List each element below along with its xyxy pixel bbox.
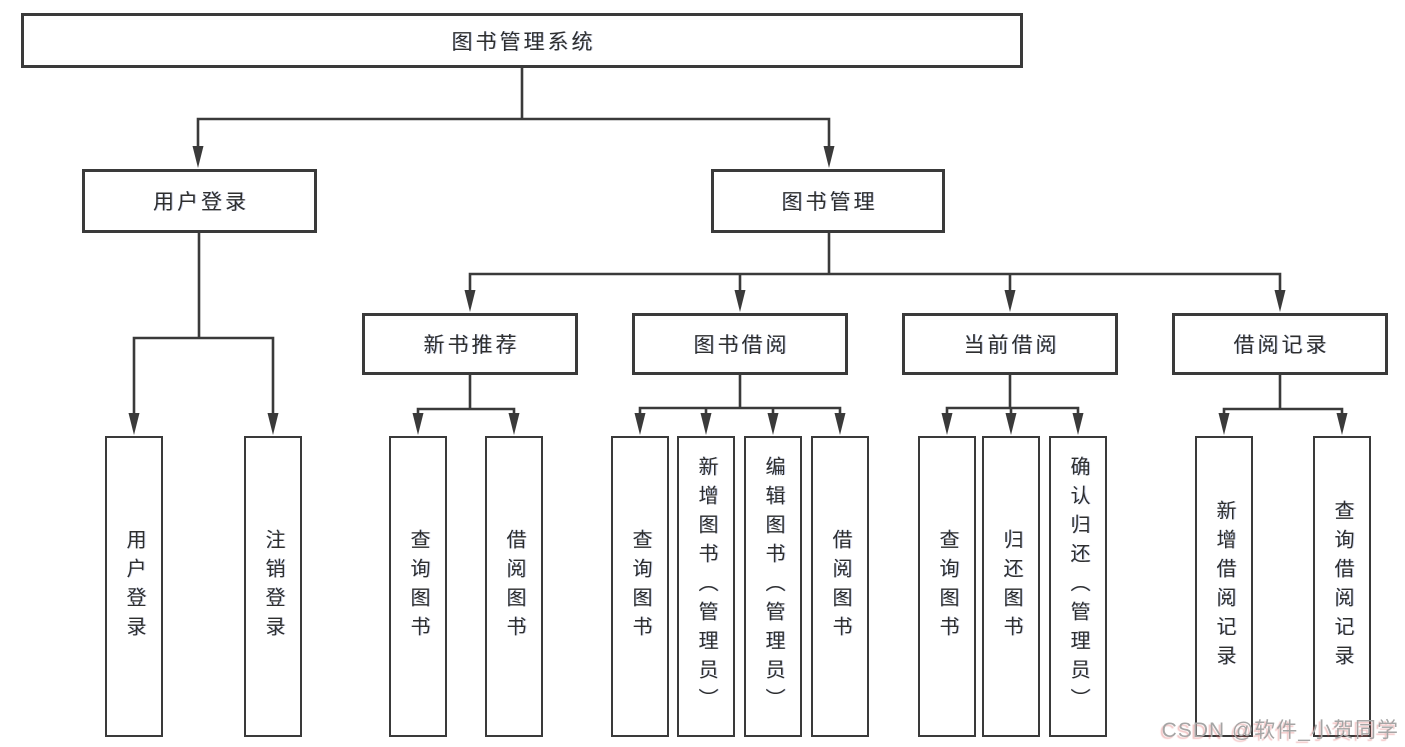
arrow-icon — [192, 146, 204, 168]
node-current-borrowing: 当前借阅 — [902, 313, 1118, 375]
leaf-borrow-add-books-admin: 新增图书（管理员） — [677, 436, 735, 737]
arrow-icon — [412, 413, 424, 435]
leaf-newbook-query-books: 查询图书 — [389, 436, 447, 737]
leaf-borrow-borrow-books: 借阅图书 — [811, 436, 869, 737]
arrow-icon — [834, 413, 846, 435]
connector-bookmgmt-to-level3 — [468, 231, 1282, 294]
connector-bookborrow-to-leaves — [638, 373, 842, 418]
node-borrowing-records: 借阅记录 — [1172, 313, 1388, 375]
leaf-current-return-books: 归还图书 — [982, 436, 1040, 737]
leaf-logout: 注销登录 — [244, 436, 302, 737]
arrow-icon — [267, 413, 279, 435]
leaf-borrow-edit-books-admin: 编辑图书（管理员） — [744, 436, 802, 737]
arrow-icon — [128, 413, 140, 435]
arrow-icon — [634, 413, 646, 435]
connector-newbook-to-leaves — [416, 373, 516, 418]
node-book-management: 图书管理 — [711, 169, 945, 233]
connector-userlogin-to-leaves — [132, 231, 275, 416]
leaf-user-login: 用户登录 — [105, 436, 163, 737]
arrow-icon — [1274, 290, 1286, 312]
node-user-login: 用户登录 — [82, 169, 317, 233]
arrow-icon — [1072, 413, 1084, 435]
arrow-icon — [767, 413, 779, 435]
arrow-icon — [1336, 413, 1348, 435]
leaf-current-confirm-return-admin: 确认归还（管理员） — [1049, 436, 1107, 737]
arrow-icon — [823, 146, 835, 168]
node-new-book-recommend: 新书推荐 — [362, 313, 578, 375]
leaf-records-add-record: 新增借阅记录 — [1195, 436, 1253, 737]
node-book-borrowing: 图书借阅 — [632, 313, 848, 375]
arrow-icon — [1218, 413, 1230, 435]
node-root-system: 图书管理系统 — [21, 13, 1023, 68]
connector-currentborrow-to-leaves — [945, 373, 1080, 418]
connector-records-to-leaves — [1222, 373, 1344, 418]
leaf-current-query-books: 查询图书 — [918, 436, 976, 737]
arrow-icon — [941, 413, 953, 435]
leaf-newbook-borrow-books: 借阅图书 — [485, 436, 543, 737]
arrow-icon — [734, 290, 746, 312]
arrow-icon — [1004, 290, 1016, 312]
arrow-icon — [1005, 413, 1017, 435]
connector-root-to-level2 — [196, 65, 831, 149]
arrow-icon — [700, 413, 712, 435]
csdn-watermark: CSDN @软件_小贺同学 — [1161, 719, 1399, 742]
arrow-icon — [464, 290, 476, 312]
arrow-icon — [508, 413, 520, 435]
leaf-records-query-record: 查询借阅记录 — [1313, 436, 1371, 737]
leaf-borrow-query-books: 查询图书 — [611, 436, 669, 737]
